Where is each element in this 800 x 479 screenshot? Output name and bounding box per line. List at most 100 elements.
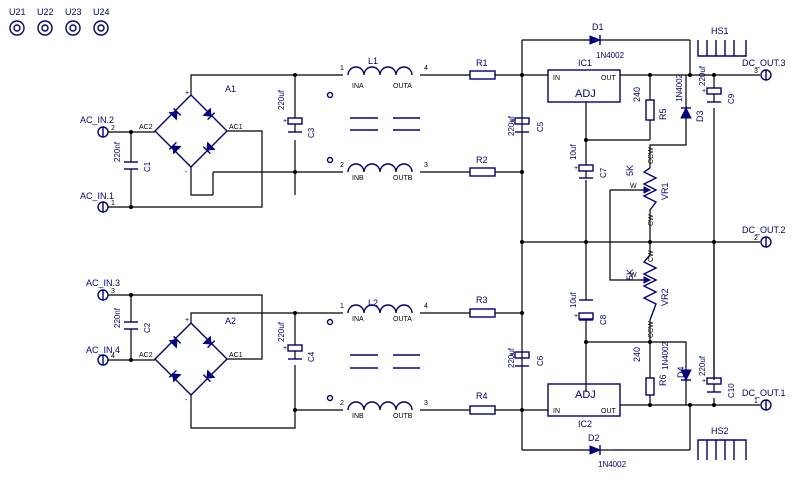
voltage-regulator-ic2[interactable]: IC2 ADJ IN OUT xyxy=(547,383,621,429)
capacitor-c3[interactable]: + 220uf C3 xyxy=(277,89,316,138)
common-mode-choke-l1[interactable]: L1 INA OUTA INB OUTB 1 4 2 3 xyxy=(326,56,429,182)
svg-text:D1: D1 xyxy=(592,22,604,32)
svg-text:C8: C8 xyxy=(599,314,608,325)
resistor-r5[interactable]: 240 R5 xyxy=(632,87,668,121)
capacitor-c4[interactable]: + 220uf C4 xyxy=(277,321,316,362)
ac-in-1-label: AC_IN.1 xyxy=(80,191,114,201)
svg-text:IN: IN xyxy=(553,408,560,415)
svg-text:D4: D4 xyxy=(676,366,686,378)
mount-hole-u21[interactable] xyxy=(9,20,25,36)
svg-text:R6: R6 xyxy=(658,374,668,386)
svg-text:DC_OUT.2: DC_OUT.2 xyxy=(742,225,786,235)
svg-text:OUTA: OUTA xyxy=(393,83,412,90)
capacitor-c10[interactable]: + 220uf C10 xyxy=(698,355,736,398)
mount-hole-u22[interactable] xyxy=(37,20,53,36)
capacitor-c2[interactable]: 220nf C2 xyxy=(113,307,152,335)
svg-text:220uf: 220uf xyxy=(277,321,286,342)
svg-text:L2: L2 xyxy=(368,298,378,308)
ac-in-2-terminal[interactable]: AC_IN.2 2 xyxy=(80,115,115,138)
diode-d4[interactable]: 1N4002 D4 xyxy=(661,341,692,382)
diode-d3[interactable]: 1N4002 D3 xyxy=(675,73,705,122)
svg-text:OUTA: OUTA xyxy=(393,316,412,323)
potentiometer-vr2[interactable]: 5K VR2 CW CCW W xyxy=(625,250,670,338)
svg-text:R4: R4 xyxy=(476,391,488,401)
diode-d1[interactable]: D1 1N4002 xyxy=(589,22,625,60)
svg-text:AC1: AC1 xyxy=(229,352,243,359)
svg-text:3: 3 xyxy=(424,400,428,407)
resistor-r2[interactable]: R2 xyxy=(469,155,496,177)
svg-text:+: + xyxy=(702,378,706,385)
svg-text:CW: CW xyxy=(648,214,655,226)
ac-in-1-terminal[interactable]: AC_IN.1 1 xyxy=(80,191,115,213)
svg-text:C6: C6 xyxy=(536,355,545,366)
ac-in-4-terminal[interactable]: AC_IN.4 4 xyxy=(86,345,120,366)
svg-text:INB: INB xyxy=(352,175,364,182)
svg-text:+: + xyxy=(574,313,578,320)
common-mode-choke-l2[interactable]: L2 INA OUTA INB OUTB 1 4 2 3 xyxy=(326,298,429,420)
svg-text:1N4002: 1N4002 xyxy=(675,73,684,102)
svg-text:OUTB: OUTB xyxy=(393,175,413,182)
svg-text:3: 3 xyxy=(754,68,758,75)
svg-text:HS1: HS1 xyxy=(711,26,729,36)
ac-in-3-terminal[interactable]: AC_IN.3 3 xyxy=(86,278,120,301)
resistor-r1[interactable]: R1 xyxy=(469,58,496,80)
svg-text:ADJ: ADJ xyxy=(575,88,596,100)
svg-text:2: 2 xyxy=(111,125,115,132)
heatsink-hs2[interactable]: HS2 xyxy=(697,426,747,460)
svg-text:C4: C4 xyxy=(307,351,316,362)
svg-text:AC2: AC2 xyxy=(139,124,153,131)
mount-hole-label: U22 xyxy=(37,7,54,17)
svg-text:R5: R5 xyxy=(658,108,668,120)
svg-text:CCW: CCW xyxy=(648,147,655,164)
resistor-r6[interactable]: 240 R6 xyxy=(632,347,668,396)
mount-hole-label: U23 xyxy=(65,7,82,17)
mount-hole-u23[interactable] xyxy=(65,20,81,36)
svg-text:2: 2 xyxy=(340,162,344,169)
mount-hole-u24[interactable] xyxy=(93,20,109,36)
dc-out-1-terminal[interactable]: DC_OUT.1 1 xyxy=(742,388,786,411)
svg-text:220uf: 220uf xyxy=(507,115,516,136)
svg-text:C10: C10 xyxy=(727,383,736,398)
svg-text:DC_OUT.1: DC_OUT.1 xyxy=(742,388,786,398)
mount-hole-label: U24 xyxy=(93,7,110,17)
resistor-r3[interactable]: R3 xyxy=(469,295,496,318)
svg-text:A2: A2 xyxy=(225,316,236,326)
dc-out-3-terminal[interactable]: DC_OUT.3 3 xyxy=(742,58,786,81)
svg-text:4: 4 xyxy=(111,353,115,360)
svg-text:+: + xyxy=(283,345,287,352)
svg-text:IC2: IC2 xyxy=(578,419,592,429)
capacitor-c1[interactable]: 220nf C1 xyxy=(113,141,152,175)
svg-text:DC_OUT.3: DC_OUT.3 xyxy=(742,58,786,68)
resistor-r4[interactable]: R4 xyxy=(469,391,496,415)
svg-text:220uf: 220uf xyxy=(507,347,516,368)
junction-dots xyxy=(129,73,716,412)
capacitor-c9[interactable]: + 220uf C9 xyxy=(698,65,736,104)
bridge-rectifier-a1[interactable]: A1 AC1 AC2 + - xyxy=(139,84,248,176)
svg-text:W: W xyxy=(630,183,637,190)
svg-text:IC1: IC1 xyxy=(578,58,592,68)
svg-text:AC1: AC1 xyxy=(229,124,243,131)
capacitor-c8[interactable]: + 10uf C8 xyxy=(569,292,608,325)
svg-text:5K: 5K xyxy=(625,165,635,176)
svg-text:R3: R3 xyxy=(476,295,488,305)
voltage-regulator-ic1[interactable]: IC1 ADJ IN OUT xyxy=(547,58,621,103)
capacitor-c6[interactable]: + 220uf C6 xyxy=(507,347,545,368)
bridge-rectifier-a2[interactable]: A2 AC1 AC2 + - xyxy=(139,316,248,404)
capacitor-c7[interactable]: + 10uf C7 xyxy=(569,144,608,179)
potentiometer-vr1[interactable]: 5K VR1 CCW CW W xyxy=(625,147,670,226)
svg-text:IN: IN xyxy=(553,75,560,82)
svg-text:1N4002: 1N4002 xyxy=(598,460,627,469)
dc-out-2-terminal[interactable]: DC_OUT.2 2 xyxy=(742,225,786,248)
svg-text:C7: C7 xyxy=(599,167,608,178)
svg-text:5K: 5K xyxy=(625,269,635,280)
svg-text:3: 3 xyxy=(424,162,428,169)
svg-text:10uf: 10uf xyxy=(569,144,578,160)
svg-text:AC_IN.4: AC_IN.4 xyxy=(86,345,120,355)
svg-text:AC_IN.3: AC_IN.3 xyxy=(86,278,120,288)
diode-d2[interactable]: D2 1N4002 xyxy=(588,433,627,469)
mount-holes: U21 U22 U23 U24 xyxy=(9,7,110,36)
heatsink-hs1[interactable]: HS1 xyxy=(697,26,747,57)
svg-text:C3: C3 xyxy=(307,127,316,138)
capacitor-c5[interactable]: + 220uf C5 xyxy=(507,115,545,136)
